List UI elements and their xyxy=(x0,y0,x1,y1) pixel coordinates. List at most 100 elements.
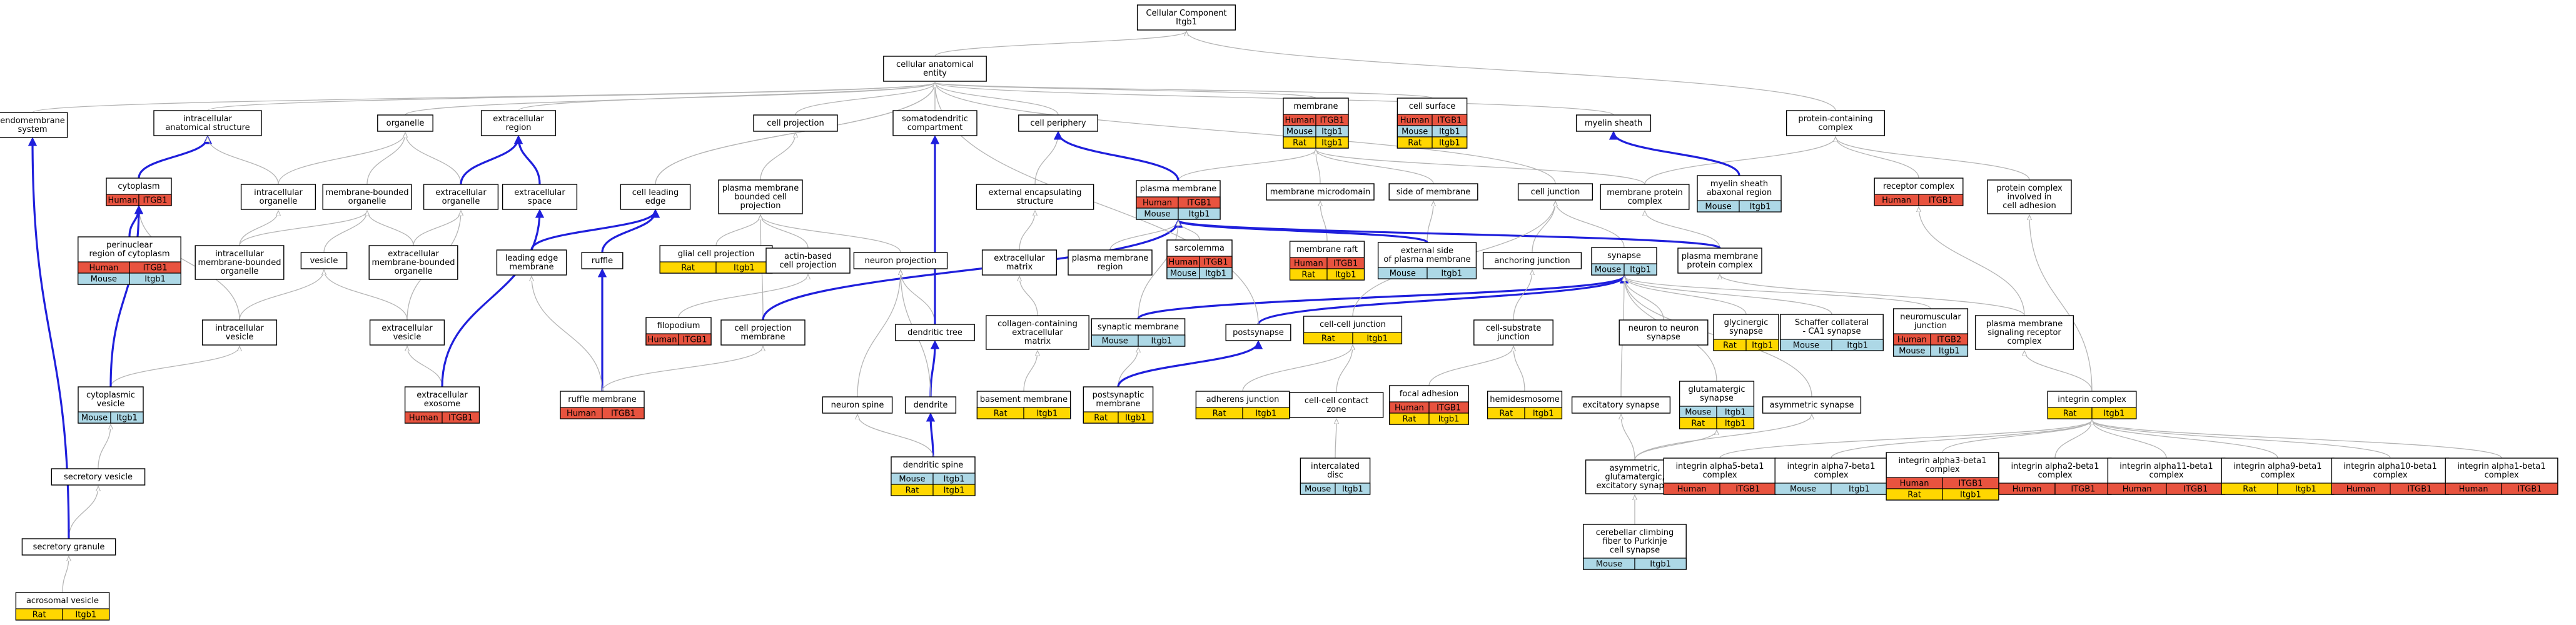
node-box xyxy=(502,184,578,210)
node-sgran[interactable]: secretory granule xyxy=(21,538,116,556)
node-ruf[interactable]: ruffle xyxy=(581,252,624,269)
edge-sgran-to-endo xyxy=(28,137,70,539)
node-dtree[interactable]: dendritic tree xyxy=(895,324,975,341)
edge-mpc-to-memb xyxy=(1316,149,1645,185)
node-org[interactable]: organelle xyxy=(377,114,433,132)
node-post[interactable]: postsynapse xyxy=(1225,324,1291,341)
edge-idisc-to-cccz xyxy=(1335,419,1336,459)
edge-psm-to-post xyxy=(1117,340,1263,388)
edge-icx-to-pcica xyxy=(2029,215,2093,392)
node-anj[interactable]: anchoring junction xyxy=(1482,252,1582,269)
node-cj[interactable]: cell junction xyxy=(1517,183,1594,201)
species-label: Mouse xyxy=(1402,128,1428,137)
node-myel[interactable]: myelin sheath xyxy=(1575,114,1652,132)
node-exsyn[interactable]: excitatory synapse xyxy=(1571,396,1671,414)
node-som[interactable]: side of membrane xyxy=(1388,183,1478,201)
node-nproj[interactable]: neuron projection xyxy=(853,252,948,269)
node-dend[interactable]: dendrite xyxy=(904,396,957,414)
node-sves[interactable]: secretory vesicle xyxy=(51,468,146,486)
node-ves[interactable]: vesicle xyxy=(300,252,348,269)
gene-cell xyxy=(1199,267,1233,279)
node-cproj[interactable]: cell projection xyxy=(753,114,838,132)
node-mmd[interactable]: membrane microdomain xyxy=(1266,183,1375,201)
node-nspine[interactable]: neuron spine xyxy=(822,396,893,414)
node-cperi[interactable]: cell periphery xyxy=(1018,114,1098,132)
node-asyms[interactable]: asymmetric synapse xyxy=(1762,396,1862,414)
